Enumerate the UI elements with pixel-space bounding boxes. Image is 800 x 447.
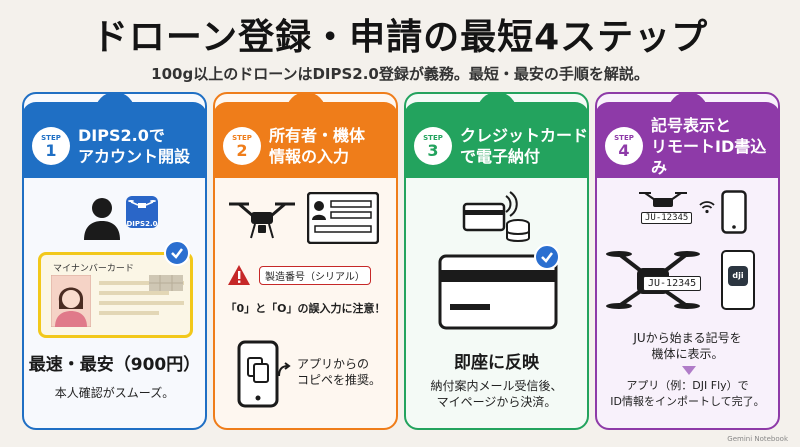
step4-mid-line1: JUから始まる記号を [633,331,742,345]
warning-icon [228,265,250,285]
small-drone-icon [639,192,687,207]
page-title: ドローン登録・申請の最短4ステップ [91,17,709,58]
registration-plate-large: JU-12345 [643,276,702,291]
check-icon [534,244,560,270]
step2-note-line1: アプリからの [297,357,370,371]
registration-plate-small: JU-12345 [641,212,693,224]
step-title-line2: アカウント開設 [78,147,191,166]
my-number-card: マイナンバーカード [38,252,193,338]
step-badge: STEP 4 [605,127,643,165]
smartphone-icon [721,190,747,234]
step-title-line1: DIPS2.0で [78,126,165,145]
step4-note-line1: アプリ（例：DJI Fly）で [626,379,749,392]
step-header: STEP 1 DIPS2.0で アカウント開設 [22,114,207,178]
smartphone-app-icon: dji [721,250,755,310]
step3-note-line1: 納付案内メール受信後、 [430,379,563,393]
step-title-line2: リモートID書込み [651,136,767,177]
step1-note: 本人確認がスムーズ。 [54,386,175,400]
down-arrow-icon [682,366,696,375]
step-card-3: STEP 3 クレジットカード で電子納付 即座に反映 納付案内メール受信後、 [404,92,589,430]
step-title-line1: 所有者・機体 [269,126,366,145]
dji-app-icon: dji [728,266,748,286]
step-title-line1: クレジットカード [460,126,589,145]
step4-note-line2: ID情報をインポートして完了。 [610,395,765,408]
step-card-4: STEP 4 記号表示と リモートID書込み JU-12345 [595,92,780,430]
id-photo-icon [51,275,91,327]
check-icon [164,240,190,266]
wifi-icon [699,201,715,214]
contactless-card-coins-icon [462,191,530,242]
watermark: Gemini Notebook [727,435,788,443]
step-badge: STEP 3 [414,127,452,165]
credit-card-icon [438,254,558,330]
step1-headline: 最速・最安（900円） [28,355,201,375]
drone-icon [229,202,295,239]
step-header: STEP 2 所有者・機体 情報の入力 [213,114,398,178]
step-badge: STEP 1 [32,127,70,165]
arrow-icon [278,362,291,377]
form-icon [307,192,379,244]
step-card-2: STEP 2 所有者・機体 情報の入力 [213,92,398,430]
step3-note-line2: マイページから決済。 [436,395,557,409]
step-card-1: STEP 1 DIPS2.0で アカウント開設 DIPS2.0 マイナンバーカー… [22,92,207,430]
page-subtitle: 100g以上のドローンはDIPS2.0登録が義務。最短・最安の手順を解説。 [151,65,649,83]
ic-chip-icon [149,275,183,291]
serial-number-tag: 製造番号（シリアル） [259,266,371,285]
step3-headline: 即座に反映 [454,353,539,373]
person-icon [84,198,120,240]
smartphone-copy-icon [237,340,279,408]
step-header: STEP 3 クレジットカード で電子納付 [404,114,589,178]
step-header: STEP 4 記号表示と リモートID書込み [595,114,780,178]
step-title-line2: 情報の入力 [269,147,350,166]
dips-app-icon: DIPS2.0 [126,196,158,228]
step-badge: STEP 2 [223,127,261,165]
step-title-line1: 記号表示と [651,115,732,135]
step4-mid-line2: 機体に表示。 [651,347,724,361]
step-title-line2: で電子納付 [460,147,541,166]
step2-note-line2: コピペを推奨。 [297,373,382,387]
warning-text: 「0」と「O」の誤入力に注意！ [225,302,386,315]
